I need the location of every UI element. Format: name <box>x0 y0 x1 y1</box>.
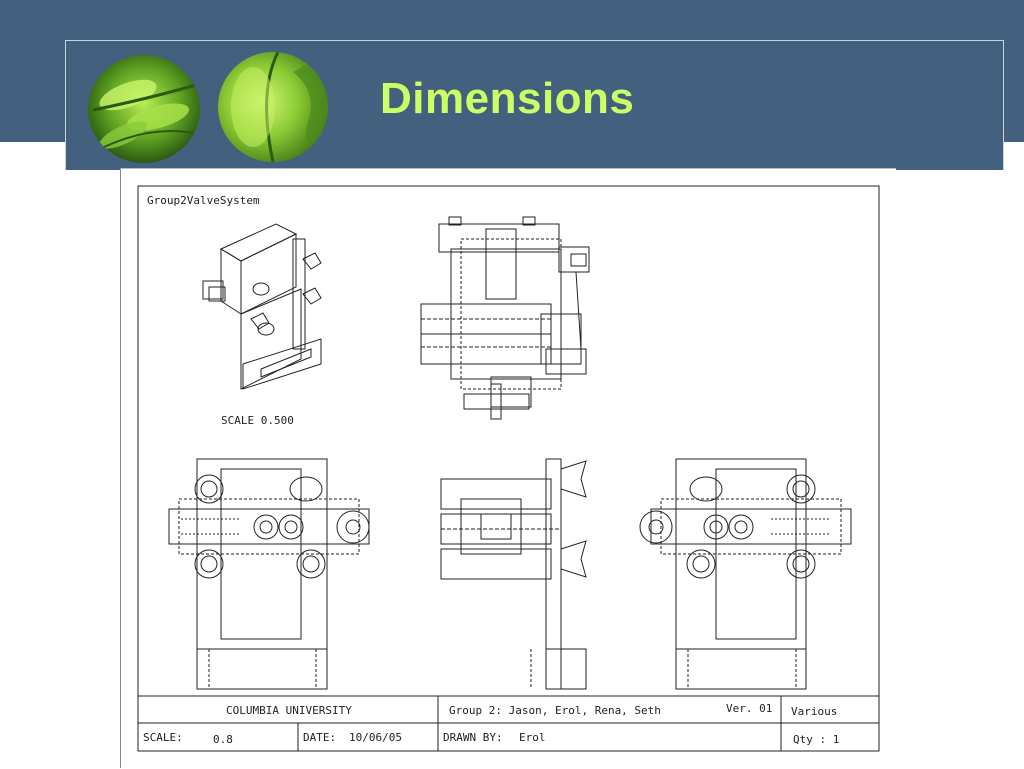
tb-material: Various <box>791 705 837 718</box>
tb-university: COLUMBIA UNIVERSITY <box>226 704 352 717</box>
front-view-left <box>168 458 370 690</box>
iso-view-scale: SCALE 0.500 <box>221 414 294 427</box>
tb-qty: Qty : 1 <box>793 733 839 746</box>
tb-group: Group 2: Jason, Erol, Rena, Seth <box>449 704 661 717</box>
drawing-name: Group2ValveSystem <box>147 194 260 207</box>
tb-date-value: 10/06/05 <box>349 731 402 744</box>
leaf-image-left <box>88 55 200 163</box>
engineering-drawing: Group2ValveSystem SCALE 0.500 <box>120 168 896 768</box>
top-view <box>420 216 590 420</box>
tb-scale-label: SCALE: <box>143 731 183 744</box>
leaf-image-right <box>218 52 328 162</box>
slide-title: Dimensions <box>380 74 635 123</box>
drawing-border <box>137 185 880 752</box>
tb-scale-value: 0.8 <box>213 733 233 746</box>
tb-date-label: DATE: <box>303 731 336 744</box>
tb-drawn-by-label: DRAWN BY: <box>443 731 503 744</box>
drawing-canvas: Group2ValveSystem SCALE 0.500 <box>137 185 880 752</box>
isometric-view <box>202 223 322 390</box>
tb-version: Ver. 01 <box>726 702 772 715</box>
side-view <box>440 458 587 690</box>
rear-view-right <box>639 458 852 690</box>
tb-drawn-by-value: Erol <box>519 731 546 744</box>
